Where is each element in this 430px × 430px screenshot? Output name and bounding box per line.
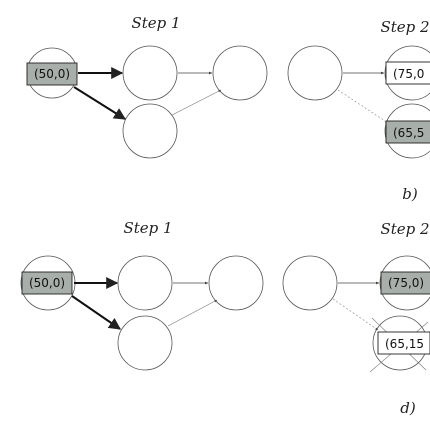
top-caption: b) [402,185,418,203]
top-node-c-label: (65,5 [393,126,424,140]
top-node-b-label: (75,0 [393,67,424,81]
top-step1-node-lower-mid [122,103,178,159]
bottom-edge-root-lower [71,295,121,330]
bottom-edge-lower-right [167,299,218,327]
bottom-node-a-box [21,271,73,295]
bottom-caption: d) [400,399,416,417]
top-diagram: Step 1 Step 2 (50,0) (75,0 (65,5 b) [26,14,430,203]
top-step2-node-root [287,45,343,101]
bottom-node-b-box [380,271,430,295]
bottom-step1-node-upper-mid [117,255,173,311]
bottom-step1-node-lower-mid [117,315,173,371]
top-step1-node-right [212,45,268,101]
top-step2-edge-lower [337,89,389,124]
bottom-step2-node-root [282,255,338,311]
bottom-diagram: Step 1 Step 2 (50,0) (75,0) (65,15 d) [20,219,430,417]
bottom-node-c-label: (65,15 [385,337,424,351]
bottom-step2-edge-lower [332,298,379,331]
top-node-a-box [26,62,78,86]
bottom-step1-title: Step 1 [123,219,172,237]
top-node-a-label: (50,0) [34,67,70,81]
bottom-node-b-label: (75,0) [388,276,424,290]
bottom-node-a-label: (50,0) [29,276,65,290]
top-step1-title: Step 1 [131,14,180,32]
top-edge-lower-right [171,89,222,116]
bottom-node-c-box [377,331,430,355]
top-node-b-box [385,61,430,85]
top-edge-root-lower [73,86,127,120]
bottom-step2-title: Step 2 [380,220,429,238]
top-step1-node-upper-mid [122,45,178,101]
top-node-c-box [385,120,430,144]
bottom-step1-node-right [208,255,264,311]
top-step2-title: Step 2 [380,18,429,36]
